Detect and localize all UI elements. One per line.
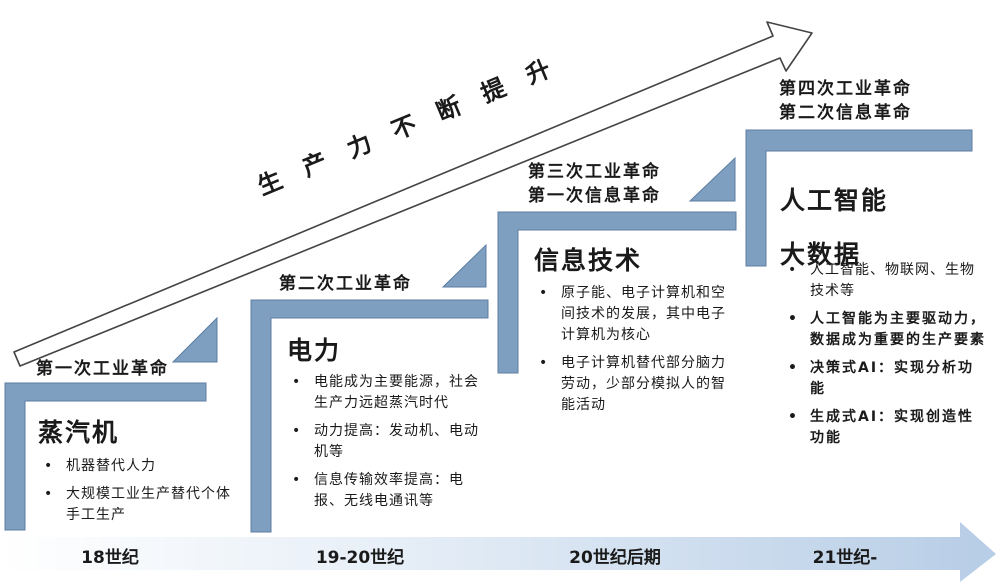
bullet-item: 原子能、电子计算机和空间技术的发展，其中电子计算机为核心 (535, 283, 735, 346)
bullet-item: 动力提高：发动机、电动机等 (288, 421, 488, 463)
bullet-item: 电能成为主要能源，社会生产力远超蒸汽时代 (288, 372, 488, 414)
step-shape-2 (250, 243, 489, 533)
revolution-line: 第三次工业革命 (528, 162, 661, 182)
revolution-label-3: 第三次工业革命 第一次信息革命 (528, 160, 661, 208)
step-shape-3 (497, 156, 737, 374)
technology-line: 人工智能 (780, 186, 889, 215)
technology-title-1: 蒸汽机 (38, 417, 119, 449)
technology-title-2: 电力 (287, 335, 341, 367)
technology-title-3: 信息技术 (534, 245, 642, 277)
revolution-line: 第四次工业革命 (779, 79, 912, 99)
step-shape-4 (745, 129, 973, 267)
revolution-line: 第一次工业革命 (36, 359, 169, 379)
revolution-label-2: 第二次工业革命 (279, 272, 412, 296)
bullet-item: 大规模工业生产替代个体手工生产 (40, 484, 236, 526)
timeline-label-19-20th: 19-20世纪 (315, 548, 405, 568)
step-shape-1 (4, 316, 218, 531)
technology-line: 电力 (287, 336, 342, 365)
productivity-arrow (13, 21, 813, 367)
bullet-item: 决策式AI：实现分析功能 (784, 358, 986, 400)
bullet-item: 信息传输效率提高：电报、无线电通讯等 (288, 470, 488, 512)
technology-line: 蒸汽机 (38, 418, 120, 447)
revolution-line: 第一次信息革命 (528, 186, 661, 206)
bullet-item: 电子计算机替代部分脑力劳动，少部分模拟人的智能活动 (535, 353, 735, 416)
timeline-label-18th: 18世纪 (81, 548, 139, 568)
timeline-label-21st: 21世纪- (812, 548, 878, 568)
revolution-line: 第二次工业革命 (279, 274, 412, 294)
bullet-list-4: 人工智能、物联网、生物技术等 人工智能为主要驱动力，数据成为重要的生产要素 决策… (784, 260, 986, 456)
timeline-arrow (0, 522, 996, 582)
technology-line: 信息技术 (534, 246, 643, 275)
bullet-list-3: 原子能、电子计算机和空间技术的发展，其中电子计算机为核心 电子计算机替代部分脑力… (535, 283, 735, 423)
bullet-item: 人工智能、物联网、生物技术等 (784, 260, 986, 302)
revolution-label-4: 第四次工业革命 第二次信息革命 (779, 77, 912, 125)
bullet-item: 生成式AI：实现创造性功能 (784, 407, 986, 449)
timeline-label-late-20th: 20世纪后期 (569, 548, 661, 568)
bullet-list-1: 机器替代人力 大规模工业生产替代个体手工生产 (40, 456, 236, 533)
bullet-list-2: 电能成为主要能源，社会生产力远超蒸汽时代 动力提高：发动机、电动机等 信息传输效… (288, 372, 488, 519)
bullet-item: 人工智能为主要驱动力，数据成为重要的生产要素 (784, 309, 986, 351)
bullet-item: 机器替代人力 (40, 456, 236, 477)
revolution-line: 第二次信息革命 (779, 103, 912, 123)
revolution-label-1: 第一次工业革命 (36, 357, 169, 381)
